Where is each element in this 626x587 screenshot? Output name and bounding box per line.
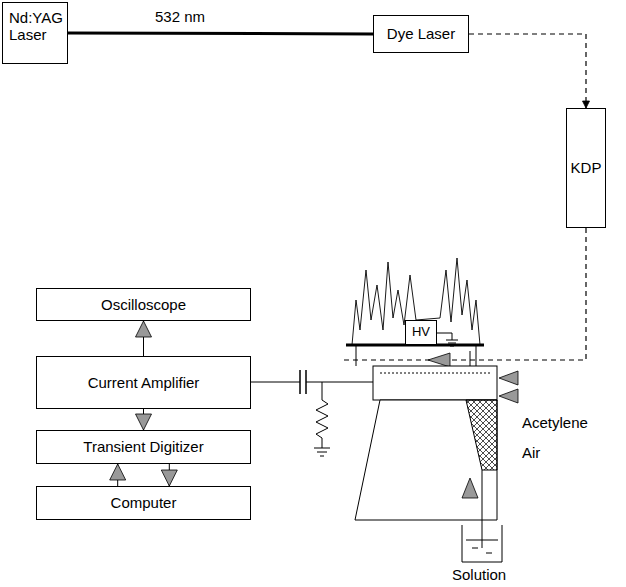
instrument-box: Transient Digitizer: [36, 430, 251, 464]
node-label: Current Amplifier: [88, 374, 200, 391]
node-label: Nd:YAG Laser: [9, 9, 63, 44]
arrowhead: [110, 464, 126, 480]
beam-arrow: [428, 353, 450, 367]
burner-body: [355, 400, 497, 520]
power-supply-box: HV: [405, 320, 437, 345]
ground-symbol: [437, 333, 458, 346]
laser-beam: [469, 34, 590, 108]
laser-beam: [340, 228, 586, 360]
electrode-wire: [356, 345, 476, 366]
gas-label: Acetylene: [520, 414, 590, 431]
node-label: Computer: [111, 494, 177, 511]
gas-label: Air: [520, 444, 542, 461]
wavelength-label: 532 nm: [153, 8, 207, 25]
connector-line: [469, 34, 586, 108]
node-label: Dye Laser: [387, 25, 455, 42]
signal-wire: [251, 382, 373, 383]
capacitor: [300, 370, 306, 394]
data-arrow: [161, 464, 177, 486]
instrument-box: Current Amplifier: [36, 356, 251, 409]
node-label: HV: [412, 325, 430, 340]
arrowhead: [136, 414, 152, 430]
air-arrow: [499, 389, 518, 403]
burner-head: [373, 366, 497, 400]
laser-box: Dye Laser: [373, 15, 469, 53]
acetylene-arrow: [499, 371, 518, 385]
connector-line: [68, 33, 373, 34]
node-label: Transient Digitizer: [83, 438, 203, 455]
burner-slot: [380, 373, 490, 374]
crystal-box: KDP: [566, 108, 606, 228]
signal-arrow: [136, 409, 152, 430]
signal-arrow: [136, 321, 152, 356]
flame: [352, 258, 480, 345]
arrowhead: [161, 470, 177, 486]
arrowhead: [583, 101, 590, 108]
laser-box: Nd:YAG Laser: [2, 2, 68, 64]
node-label: Oscilloscope: [101, 296, 186, 313]
uptake-arrow: [462, 478, 478, 498]
uptake-tube: [482, 470, 483, 548]
data-arrow: [110, 464, 126, 486]
laser-beam: [68, 33, 373, 34]
solution-level: [466, 540, 498, 553]
instrument-box: Oscilloscope: [36, 288, 251, 321]
solution-label: Solution: [450, 566, 508, 583]
instrument-box: Computer: [36, 486, 251, 520]
beaker: [462, 525, 502, 562]
nebulizer: [466, 400, 497, 470]
node-label: KDP: [571, 159, 602, 176]
resistor: [314, 382, 330, 456]
arrowhead: [136, 321, 152, 337]
